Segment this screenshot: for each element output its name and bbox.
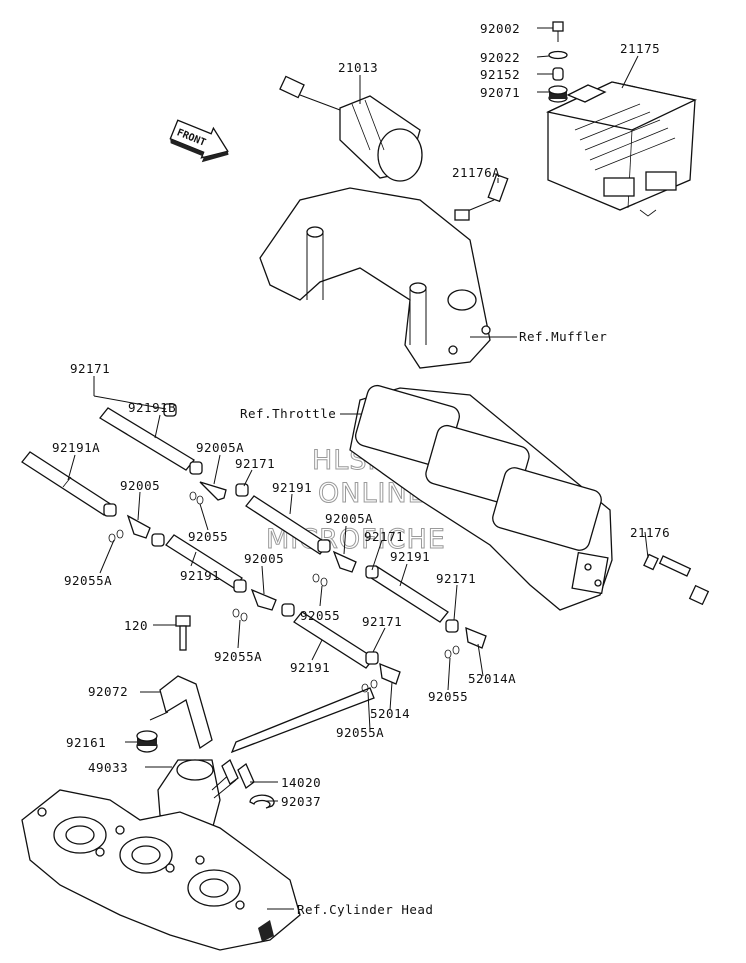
fittings (126, 481, 487, 685)
label-21176A: 21176A (452, 165, 500, 180)
label-ref-cylinder-head: Ref.Cylinder Head (297, 902, 433, 917)
label-92071: 92071 (480, 85, 520, 100)
label-49033: 49033 (88, 760, 128, 775)
sensor-21013 (279, 75, 423, 182)
ecu-21175 (545, 81, 697, 217)
label-92005A-a: 92005A (196, 440, 244, 455)
label-92005-b: 92005 (244, 551, 284, 566)
label-92191-c: 92191 (180, 568, 220, 583)
label-92191-b: 92191 (390, 549, 430, 564)
o-rings (108, 491, 460, 693)
sensor-21176A (454, 173, 509, 221)
label-92005-a: 92005 (120, 478, 160, 493)
damper-92161 (136, 730, 158, 753)
label-92152: 92152 (480, 67, 520, 82)
clip-14020 (221, 758, 255, 790)
label-52014A: 52014A (468, 671, 516, 686)
hose-92191-a (165, 534, 243, 589)
label-92072: 92072 (88, 684, 128, 699)
throttle-body-ref (349, 384, 613, 611)
part-labels: 92002 92022 92152 92071 21175 21013 2117… (52, 21, 670, 917)
label-92171-d: 92171 (436, 571, 476, 586)
label-52014: 52014 (370, 706, 410, 721)
label-92191B: 92191B (128, 400, 176, 415)
front-arrow: FRONT (169, 119, 229, 163)
label-14020: 14020 (281, 775, 321, 790)
label-92005A-b: 92005A (325, 511, 373, 526)
label-ref-muffler: Ref.Muffler (519, 329, 607, 344)
hose-92191A (21, 451, 113, 516)
label-21175: 21175 (620, 41, 660, 56)
label-92055-a: 92055 (188, 529, 228, 544)
leader-lines (67, 27, 649, 910)
sensor-21176 (643, 553, 710, 606)
label-92055A-a: 92055A (64, 573, 112, 588)
label-92055A-c: 92055A (336, 725, 384, 740)
hose-long (230, 687, 375, 754)
muffler-ref (259, 187, 491, 369)
label-92022: 92022 (480, 50, 520, 65)
label-92055A-b: 92055A (214, 649, 262, 664)
hose-92191B (99, 407, 195, 471)
label-ref-throttle: Ref.Throttle (240, 406, 336, 421)
bolt-120 (175, 615, 191, 651)
cylinder-head-ref (21, 789, 301, 951)
collar-92152 (552, 67, 564, 81)
grommet-92071 (548, 85, 568, 103)
bracket-92072 (149, 675, 213, 750)
clamps-92171 (103, 403, 459, 665)
label-92171-e: 92171 (362, 614, 402, 629)
clamp-92037 (249, 794, 275, 809)
label-21176: 21176 (630, 525, 670, 540)
label-21013: 21013 (338, 60, 378, 75)
label-92161: 92161 (66, 735, 106, 750)
label-92055-c: 92055 (428, 689, 468, 704)
label-92191-a: 92191 (272, 480, 312, 495)
label-92171-c: 92171 (364, 529, 404, 544)
label-92191-d: 92191 (290, 660, 330, 675)
label-92055-b: 92055 (300, 608, 340, 623)
bolt-92002 (552, 21, 564, 42)
label-120: 120 (124, 618, 148, 633)
label-92191A: 92191A (52, 440, 100, 455)
label-92171-a: 92171 (70, 361, 110, 376)
label-92002: 92002 (480, 21, 520, 36)
washer-92022 (548, 50, 568, 60)
label-92037: 92037 (281, 794, 321, 809)
label-92171-b: 92171 (235, 456, 275, 471)
